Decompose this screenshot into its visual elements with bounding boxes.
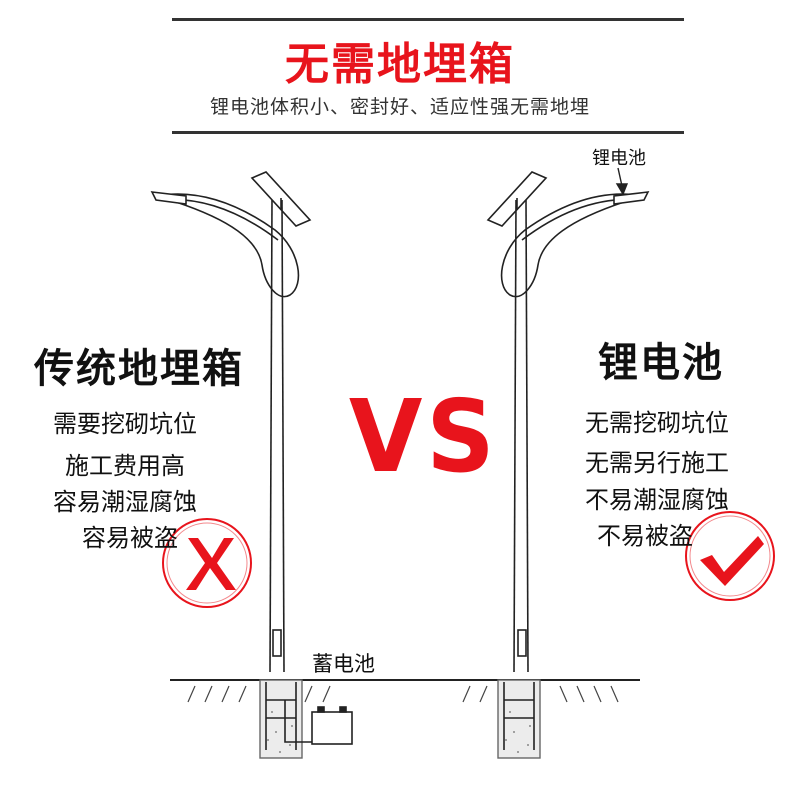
right-foundation-texture: [505, 711, 531, 753]
vs-label: VS: [348, 378, 499, 495]
right-item-4: 不易被盗: [597, 522, 693, 550]
left-item-3: 容易潮湿腐蚀: [53, 488, 197, 516]
storage-battery-box: [311, 711, 353, 745]
left-foundation: [259, 679, 303, 759]
right-item-3: 不易潮湿腐蚀: [585, 486, 729, 514]
page-subtitle: 锂电池体积小、密封好、适应性强无需地埋: [209, 96, 590, 118]
left-street-light: [150, 171, 353, 759]
page-title: 无需地埋箱: [285, 39, 515, 90]
left-heading: 传统地埋箱: [34, 345, 244, 392]
storage-battery-label: 蓄电池: [312, 652, 375, 676]
right-item-2: 无需另行施工: [585, 449, 729, 477]
left-item-4: 容易被盗: [82, 524, 178, 552]
ground-hatching-right: [462, 685, 619, 703]
ground-hatching-left: [187, 685, 331, 703]
top-rule: [172, 18, 684, 21]
left-item-1: 需要挖砌坑位: [53, 410, 197, 438]
right-street-light: [486, 171, 650, 759]
lithium-battery-label: 锂电池: [592, 148, 646, 169]
header-rule: [172, 131, 684, 134]
left-foundation-texture: [267, 711, 293, 753]
battery-pointer-arrow: [615, 167, 629, 196]
check-mark-icon: [685, 511, 775, 601]
right-foundation: [497, 679, 541, 759]
right-heading: 锂电池: [598, 339, 724, 386]
right-item-1: 无需挖砌坑位: [585, 409, 729, 437]
left-item-2: 施工费用高: [65, 452, 185, 480]
cross-mark-icon: [162, 518, 252, 608]
lithium-battery-lamp-head: [613, 191, 650, 205]
